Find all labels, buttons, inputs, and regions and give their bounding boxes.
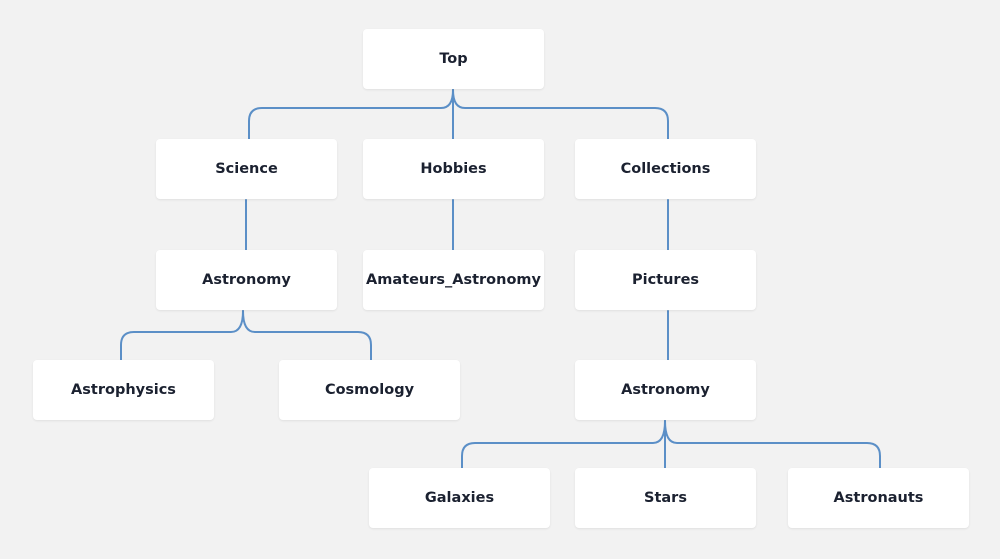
node-label: Galaxies (424, 490, 495, 506)
node-stars: Stars (575, 468, 756, 528)
node-label: Astrophysics (71, 382, 176, 398)
node-label: Stars (644, 490, 687, 506)
node-label: Astronauts (833, 490, 924, 506)
node-label: Science (215, 161, 278, 177)
node-label: Amateurs_Astronomy (366, 272, 541, 288)
node-astronomy-pictures: Astronomy (575, 360, 756, 420)
node-label: Hobbies (420, 161, 487, 177)
edge-astronomy-astronauts (664, 420, 881, 469)
node-collections: Collections (575, 139, 756, 199)
node-label: Astronomy (621, 382, 710, 398)
edge-top-collections (452, 89, 669, 140)
node-label: Pictures (631, 272, 700, 288)
node-astrophysics: Astrophysics (33, 360, 214, 420)
node-cosmology: Cosmology (279, 360, 460, 420)
node-label: Top (439, 51, 468, 67)
edge-top-science (248, 89, 454, 140)
node-label: Astronomy (202, 272, 291, 288)
edge-astronomy-cosmology (242, 310, 372, 361)
edge-astronomy-astrophysics (120, 310, 244, 361)
node-astronauts: Astronauts (788, 468, 969, 528)
node-label: Cosmology (324, 382, 415, 398)
node-galaxies: Galaxies (369, 468, 550, 528)
node-top: Top (363, 29, 544, 89)
node-science: Science (156, 139, 337, 199)
node-astronomy-science: Astronomy (156, 250, 337, 310)
node-amateurs-astronomy: Amateurs_Astronomy (363, 250, 544, 310)
node-label: Collections (620, 161, 711, 177)
node-hobbies: Hobbies (363, 139, 544, 199)
edge-astronomy-galaxies (461, 420, 666, 469)
node-pictures: Pictures (575, 250, 756, 310)
